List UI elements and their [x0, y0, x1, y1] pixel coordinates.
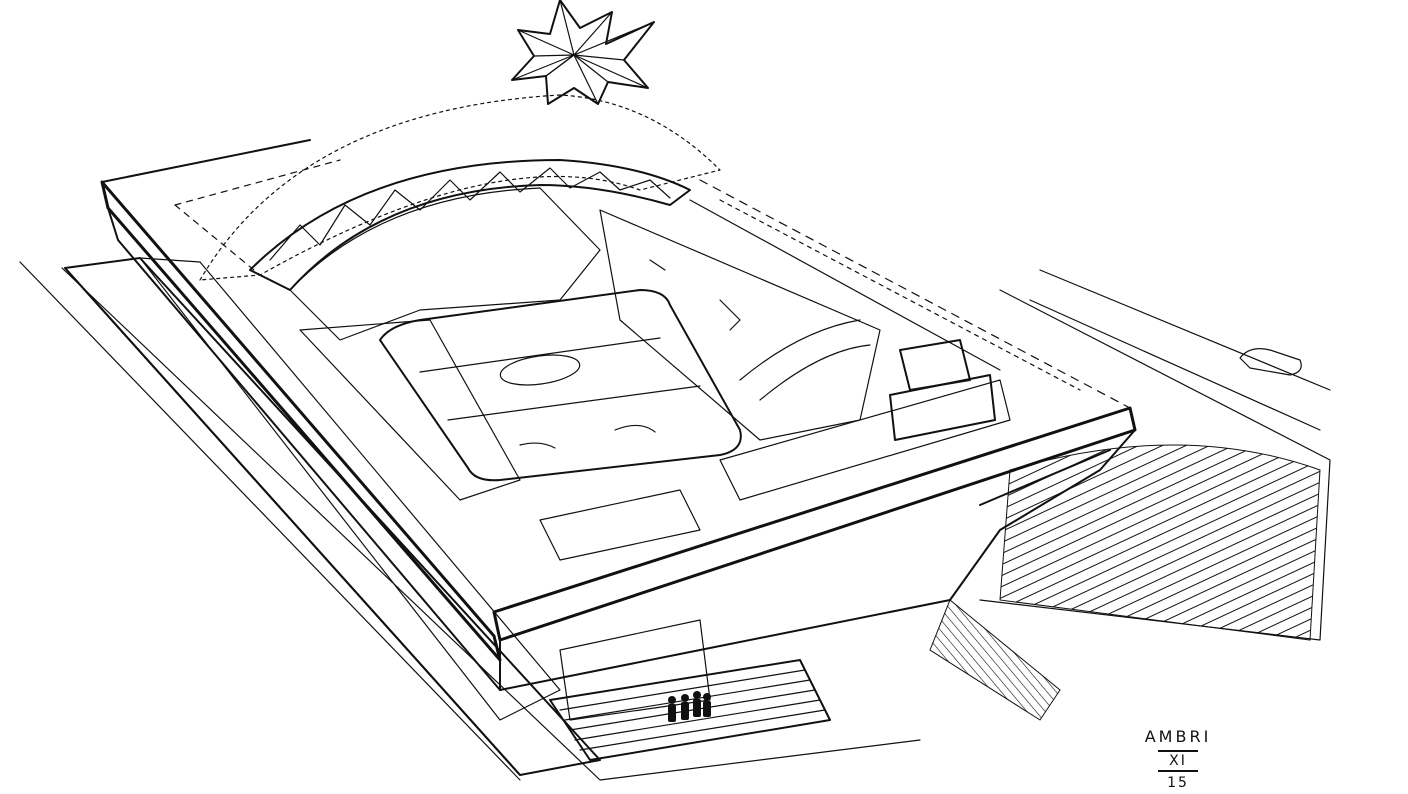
annex-blocks [689, 199, 1001, 441]
star-sculpture [511, 0, 655, 105]
roof-outline [101, 139, 1131, 409]
arched-roof [199, 94, 721, 341]
building-west-wall [100, 180, 502, 691]
site-plate [19, 261, 1331, 781]
annotation-place: AMBRI [1144, 727, 1212, 746]
base-platform [64, 257, 601, 776]
entry-stairs [549, 659, 831, 761]
signature-annotation: AMBRI XI 15 [1128, 726, 1228, 794]
car-sketch [1239, 348, 1302, 376]
ice-rink [379, 289, 742, 482]
people-figures [668, 691, 711, 722]
seating-stands [299, 209, 1011, 561]
annotation-year: 15 [1167, 775, 1189, 791]
annotation-month: XI [1158, 750, 1198, 772]
